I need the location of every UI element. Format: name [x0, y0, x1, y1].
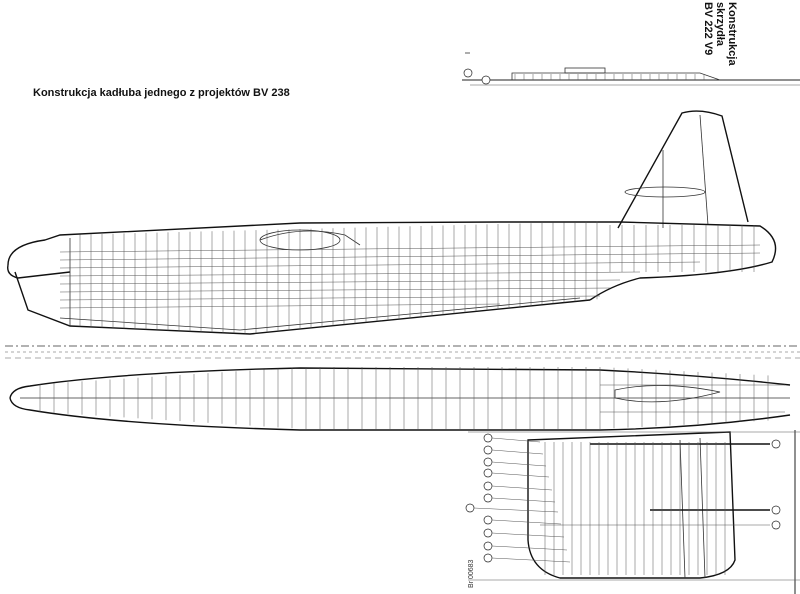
structure-line: [491, 437, 541, 443]
reference-marker: [483, 493, 493, 503]
reference-marker: [483, 553, 493, 563]
structure-line: [491, 449, 544, 455]
reference-marker: [771, 520, 781, 530]
structure-line: [491, 519, 562, 525]
reference-marker: [771, 439, 781, 449]
structure-line: [491, 545, 568, 551]
axis-line: [5, 345, 800, 359]
reference-marker: [483, 541, 493, 551]
structure-line: [491, 472, 550, 478]
structure-line: [491, 532, 565, 538]
reference-marker: [483, 515, 493, 525]
reference-marker: [483, 468, 493, 478]
fuselage-caption: Konstrukcja kadłuba jednego z projektów …: [33, 87, 290, 99]
reference-marker: [465, 503, 475, 513]
wing-structure-detail: [465, 430, 800, 594]
reference-marker: [771, 505, 781, 515]
reference-marker: [483, 481, 493, 491]
structure-line: [491, 461, 547, 467]
wing-strip-top: [462, 52, 800, 86]
structure-line: [473, 507, 559, 513]
reference-marker: [483, 433, 493, 443]
reference-marker: [483, 528, 493, 538]
fuselage-top-view: [9, 367, 791, 431]
structure-line: [491, 557, 571, 563]
reference-marker: [481, 75, 491, 85]
structure-line: [491, 485, 553, 491]
reference-marker: [483, 457, 493, 467]
fuselage-side-view: [7, 110, 777, 335]
structure-line: [491, 497, 556, 503]
reference-marker: [463, 68, 473, 78]
reference-marker: [483, 445, 493, 455]
